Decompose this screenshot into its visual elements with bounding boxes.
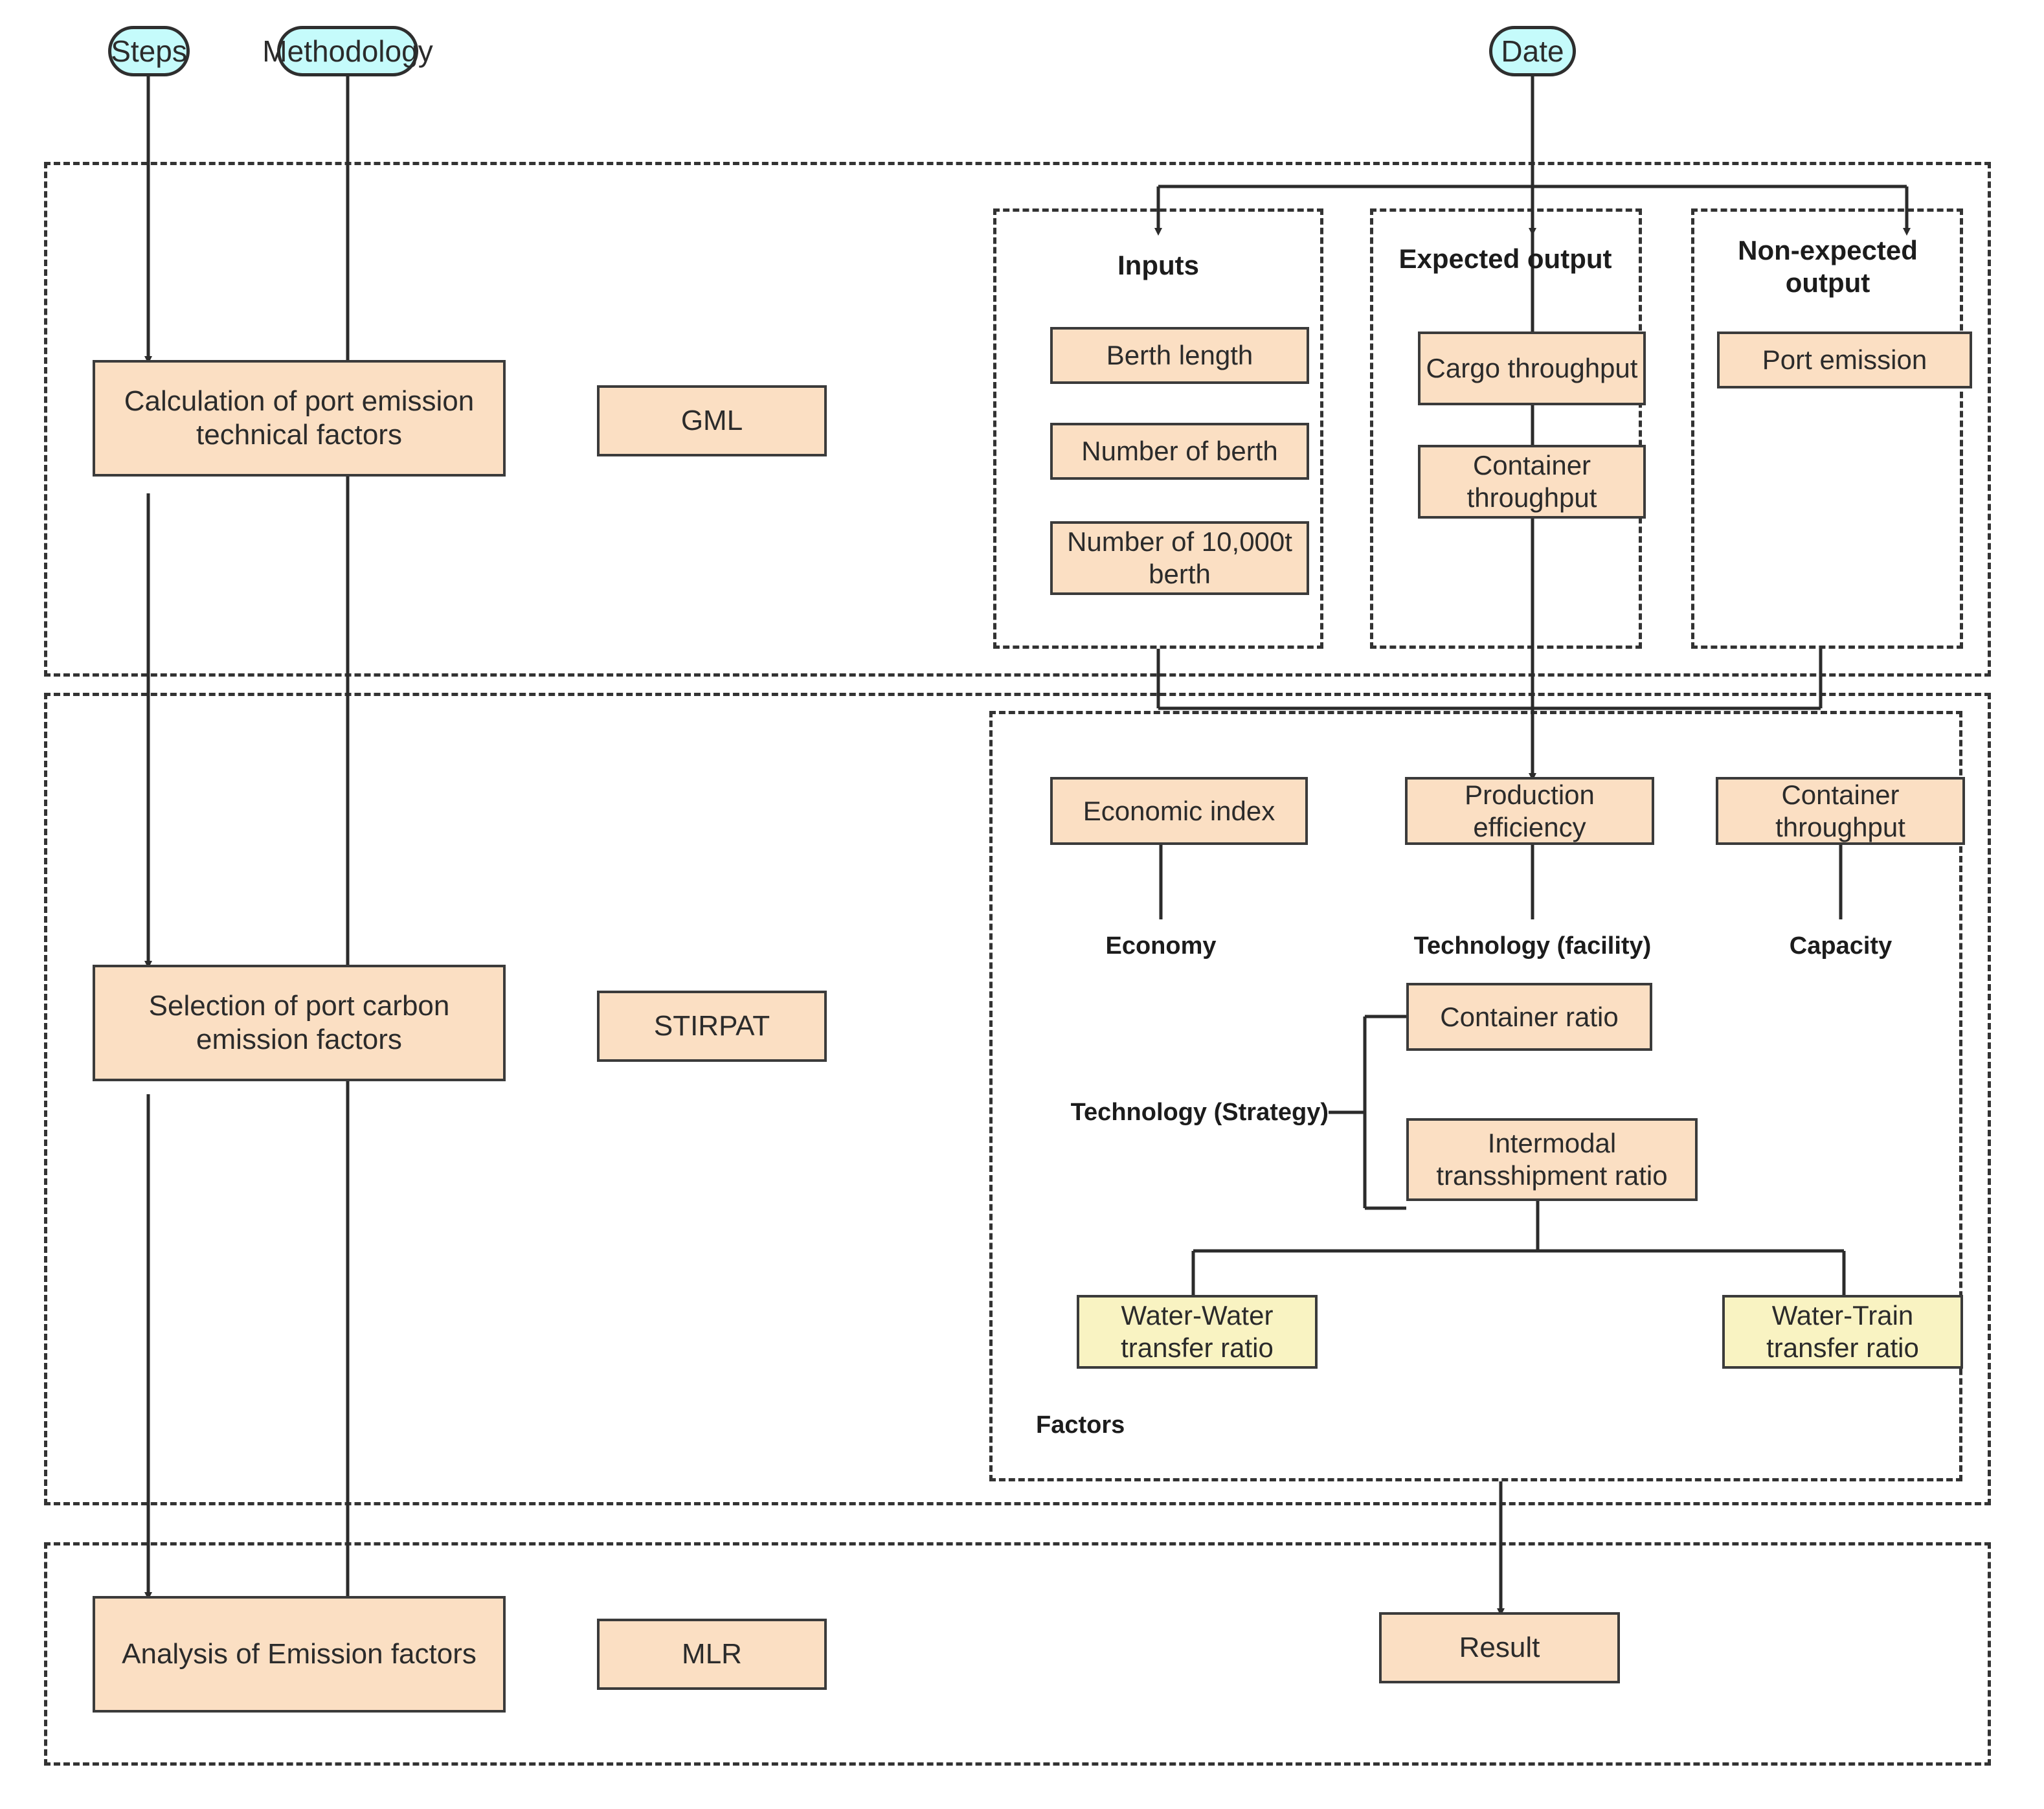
caption-technology-strategy: Technology (Strategy) [1070, 1099, 1329, 1127]
expected-output-container-throughput[interactable]: Container throughput [1418, 445, 1646, 519]
non-expected-output-group-title: Non-expected output [1738, 235, 1918, 298]
input-number-of-berth[interactable]: Number of berth [1050, 423, 1309, 480]
step-calculation-of-port-emission-technical-factors[interactable]: Calculation of port emission technical f… [93, 360, 506, 477]
input-berth-length[interactable]: Berth length [1050, 327, 1309, 384]
caption-technology-facility: Technology (facility) [1413, 932, 1652, 960]
factor-container-ratio[interactable]: Container ratio [1406, 983, 1652, 1051]
expected-output-group-title: Expected output [1398, 243, 1612, 274]
factor-water-water-transfer-ratio[interactable]: Water-Water transfer ratio [1077, 1295, 1318, 1369]
method-gml[interactable]: GML [597, 385, 827, 456]
input-number-of-10000t-berth[interactable]: Number of 10,000t berth [1050, 521, 1309, 595]
step-analysis-of-emission-factors[interactable]: Analysis of Emission factors [93, 1596, 506, 1713]
method-mlr[interactable]: MLR [597, 1619, 827, 1690]
caption-economy: Economy [1105, 932, 1217, 960]
step-selection-of-port-carbon-emission-factors[interactable]: Selection of port carbon emission factor… [93, 965, 506, 1081]
factor-economic-index[interactable]: Economic index [1050, 777, 1308, 845]
bubble-steps[interactable]: Steps [108, 26, 190, 76]
factors-group-title: Factors [1036, 1411, 1125, 1439]
expected-output-cargo-throughput[interactable]: Cargo throughput [1418, 331, 1646, 405]
non-expected-output-port-emission[interactable]: Port emission [1717, 331, 1972, 388]
lane-1-container [44, 162, 1991, 677]
expected-output-group-box [1370, 208, 1642, 649]
lane-3-container [44, 1542, 1991, 1766]
bubble-methodology[interactable]: Methodology [262, 26, 433, 76]
factor-production-efficiency[interactable]: Production efficiency [1405, 777, 1654, 845]
caption-capacity: Capacity [1789, 932, 1892, 960]
method-stirpat[interactable]: STIRPAT [597, 991, 827, 1062]
bubble-date[interactable]: Date [1489, 26, 1576, 76]
factor-intermodal-transshipment-ratio[interactable]: Intermodal transshipment ratio [1406, 1118, 1698, 1201]
lane-2-container [44, 693, 1991, 1505]
result-box[interactable]: Result [1379, 1612, 1620, 1683]
factors-group-box [989, 711, 1962, 1481]
inputs-group-title: Inputs [1117, 250, 1199, 280]
factor-water-train-transfer-ratio[interactable]: Water-Train transfer ratio [1722, 1295, 1963, 1369]
factor-container-throughput[interactable]: Container throughput [1716, 777, 1965, 845]
non-expected-output-group-box [1691, 208, 1963, 649]
